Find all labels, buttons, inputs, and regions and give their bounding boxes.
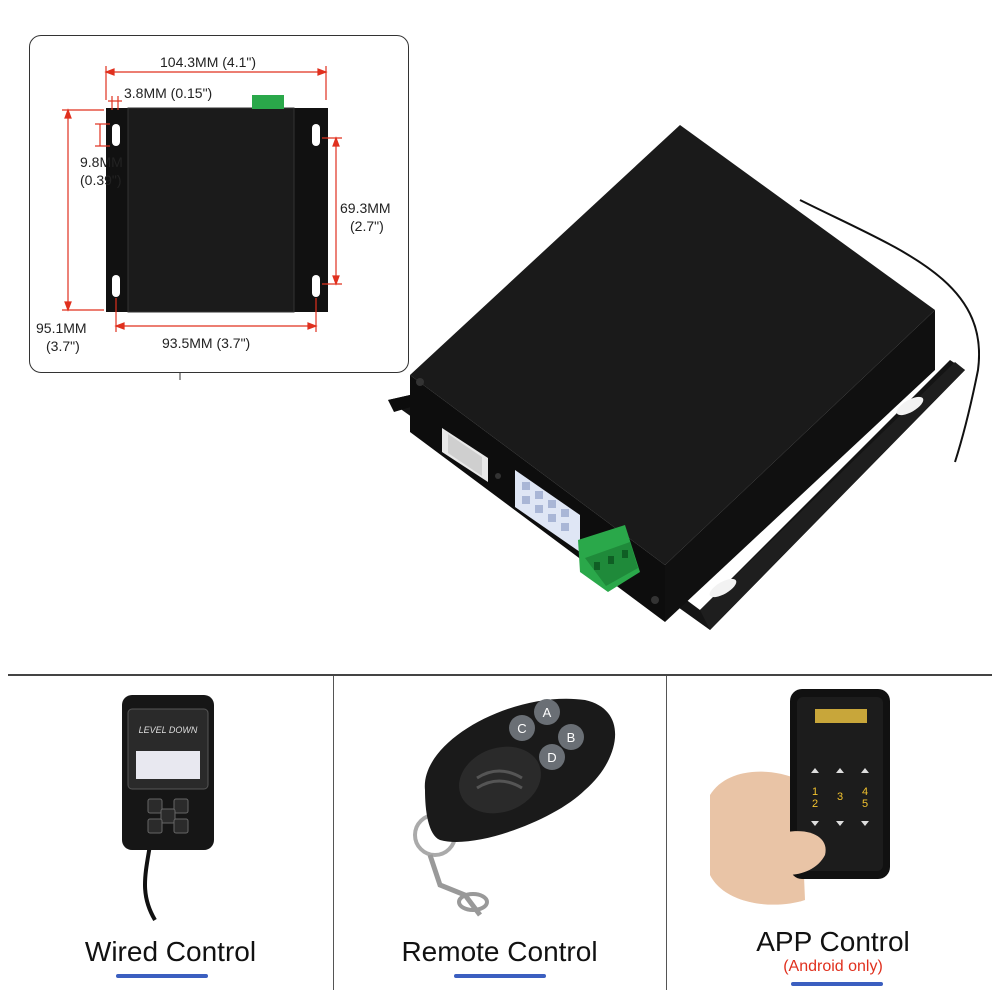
app-control-note: (Android only) [783,958,883,975]
control-module-device [388,125,980,630]
mounting-slot [112,124,120,146]
mounting-slot [312,275,320,297]
dim-hole-spacing-v-mm: 69.3MM [340,200,391,216]
mounting-slot [312,124,320,146]
app-digit-2: 2 [812,798,818,810]
flange-slot [709,578,737,598]
housing-right [665,310,935,622]
remote-button-b-label: B [567,730,576,745]
top-view-connector [252,95,284,109]
app-digit-5: 5 [862,798,868,810]
app-control-underline [791,982,883,986]
wired-screen-label: LEVEL DOWN [139,725,198,735]
remote-button-b: B [558,724,584,750]
remote-button-c-label: C [517,721,526,736]
panel-divider [333,676,334,990]
flange-slot [896,396,924,416]
app-control-caption: APP Control [756,926,910,957]
multi-pin-connector [515,470,580,552]
remote-control-underline [454,974,546,978]
dim-slot-length-in: (0.39") [80,172,122,188]
remote-button-d-label: D [547,750,556,765]
dim-height-total-mm: 95.1MM [36,320,87,336]
dimension-drawing-frame [29,35,409,373]
remote-control-caption: Remote Control [401,936,598,967]
mounting-slot [112,275,120,297]
dim-width-total: 104.3MM (4.1") [160,54,257,70]
panels-divider-top [8,674,992,676]
app-digit-3: 3 [837,791,843,803]
dimension-drawing [62,66,342,380]
smartphone-app-icon: 1 2 3 4 5 [710,689,890,905]
wired-control-underline [116,974,208,978]
dim-slot-length-mm: 9.8MM [80,154,123,170]
remote-button-a-label: A [543,705,552,720]
app-digit-1: 1 [812,786,818,798]
dim-hole-spacing-v-in: (2.7") [350,218,384,234]
antenna-wire [799,199,980,463]
dim-hole-offset: 3.8MM (0.15") [124,85,213,101]
remote-button-c: C [509,715,535,741]
housing-top [410,125,935,565]
panel-divider [666,676,667,990]
app-digit-4: 4 [862,786,868,798]
wired-controller-icon: LEVEL DOWN [122,695,214,922]
dim-hole-spacing-h: 93.5MM (3.7") [162,335,251,351]
remote-button-a: A [534,699,560,725]
key-fob-icon: C A B D [413,698,616,917]
dim-height-total-in: (3.7") [46,338,80,354]
remote-button-d: D [539,744,565,770]
wired-control-caption: Wired Control [84,936,257,967]
